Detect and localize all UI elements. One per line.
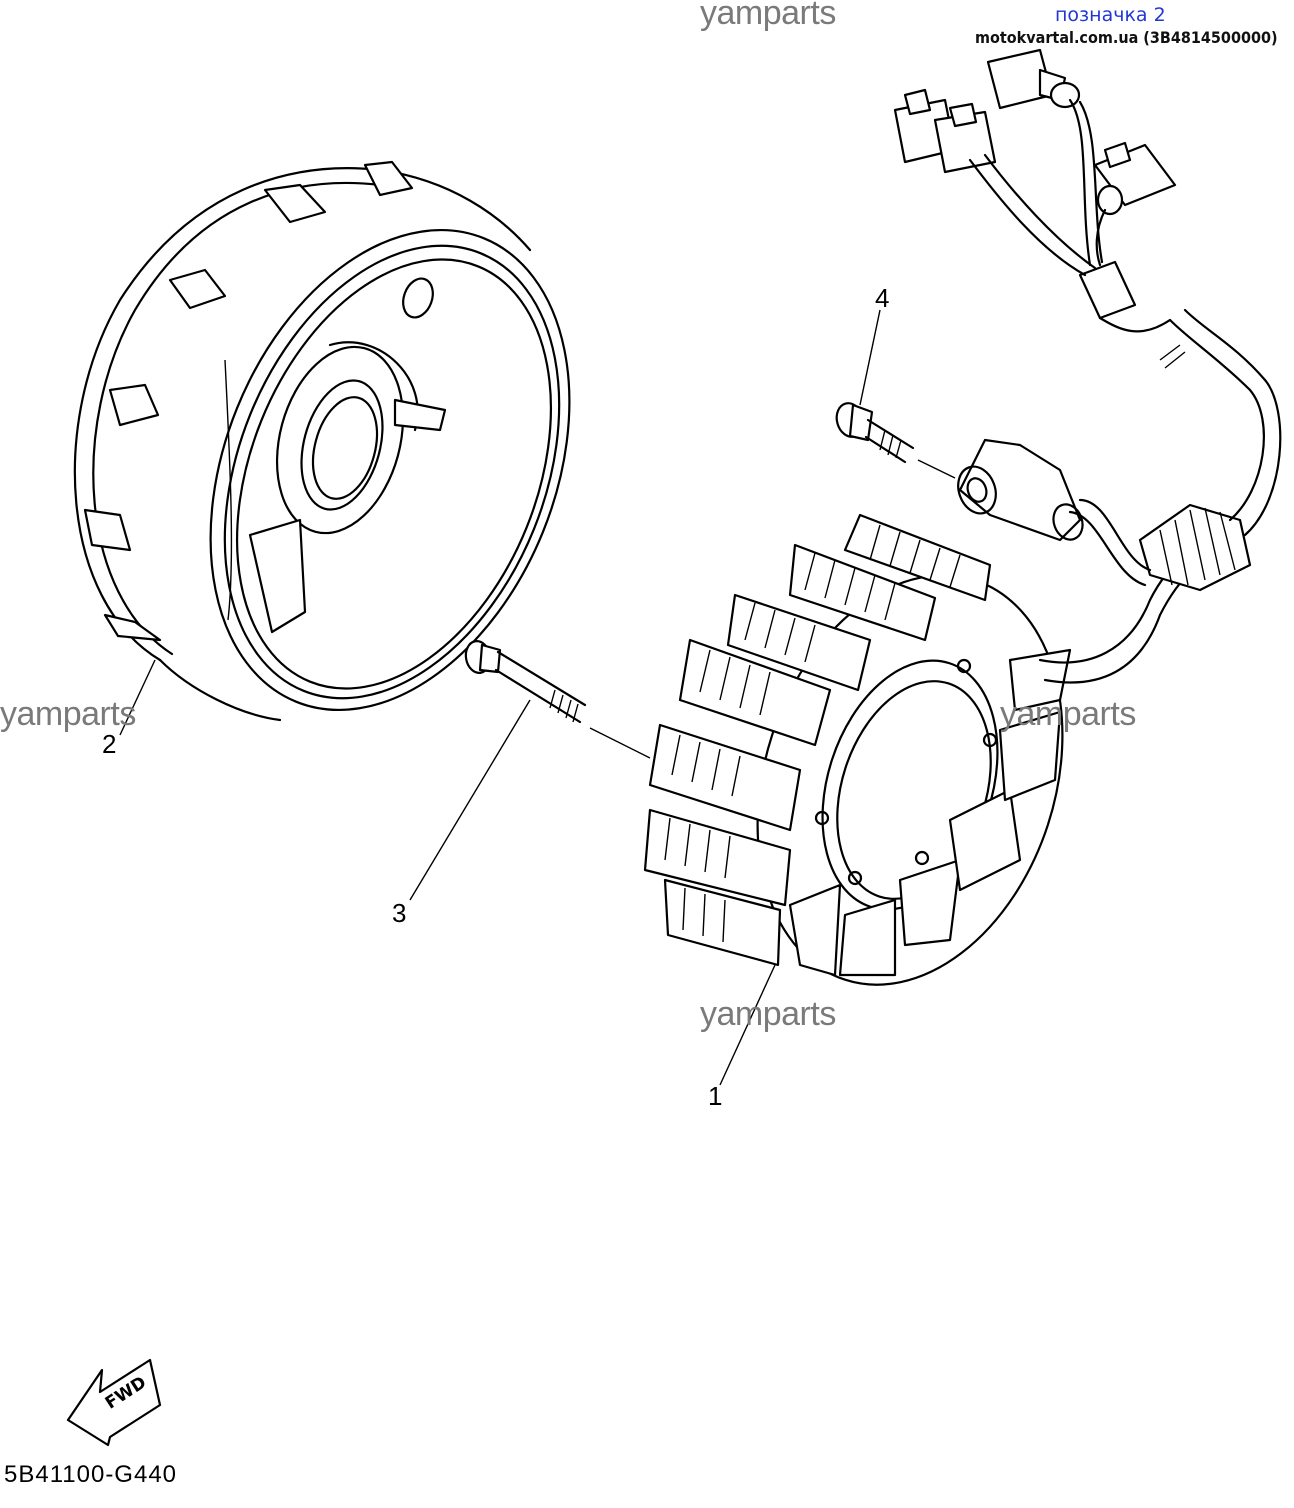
callout-3: 3 [392,898,407,928]
watermark-right: yamparts [1000,695,1136,733]
callout-2: 2 [102,729,117,759]
watermark-top: yamparts [700,0,836,32]
pickup-coil [957,438,1084,542]
leader-lines [119,309,881,1086]
fwd-arrow-icon [66,1358,162,1447]
flywheel-rotor [73,160,571,722]
tag-label: позначка 2 [1055,4,1166,26]
stator-assembly [643,48,1282,986]
diagram-code: 5B41100-G440 [4,1461,178,1488]
bolt-long [464,640,651,759]
screw-small [835,402,956,479]
callout-1: 1 [708,1081,723,1111]
watermark-bottom: yamparts [700,995,836,1033]
callout-4: 4 [875,283,890,313]
site-text: motokvartal.com.ua (3B4814500000) [975,28,1278,47]
watermark-left: yamparts [0,695,136,733]
